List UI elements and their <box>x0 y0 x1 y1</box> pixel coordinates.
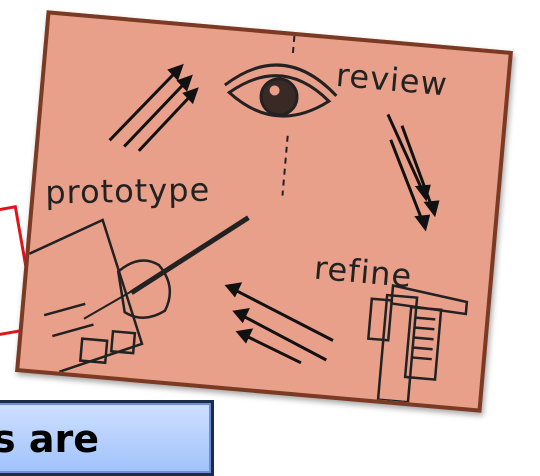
arrow-icon <box>386 113 440 232</box>
arrow-icon <box>224 282 334 365</box>
eye-icon <box>223 35 338 196</box>
caliper-icon <box>366 283 469 404</box>
design-cycle-sketch: review prototype refine <box>15 10 513 413</box>
hand-drawing-icon <box>28 215 250 373</box>
banner-text: s are <box>0 417 100 461</box>
prototype-label: prototype <box>44 170 211 212</box>
sketch-drawing <box>28 35 469 404</box>
arrow-icon <box>108 63 199 152</box>
title-banner: s are <box>0 400 214 476</box>
